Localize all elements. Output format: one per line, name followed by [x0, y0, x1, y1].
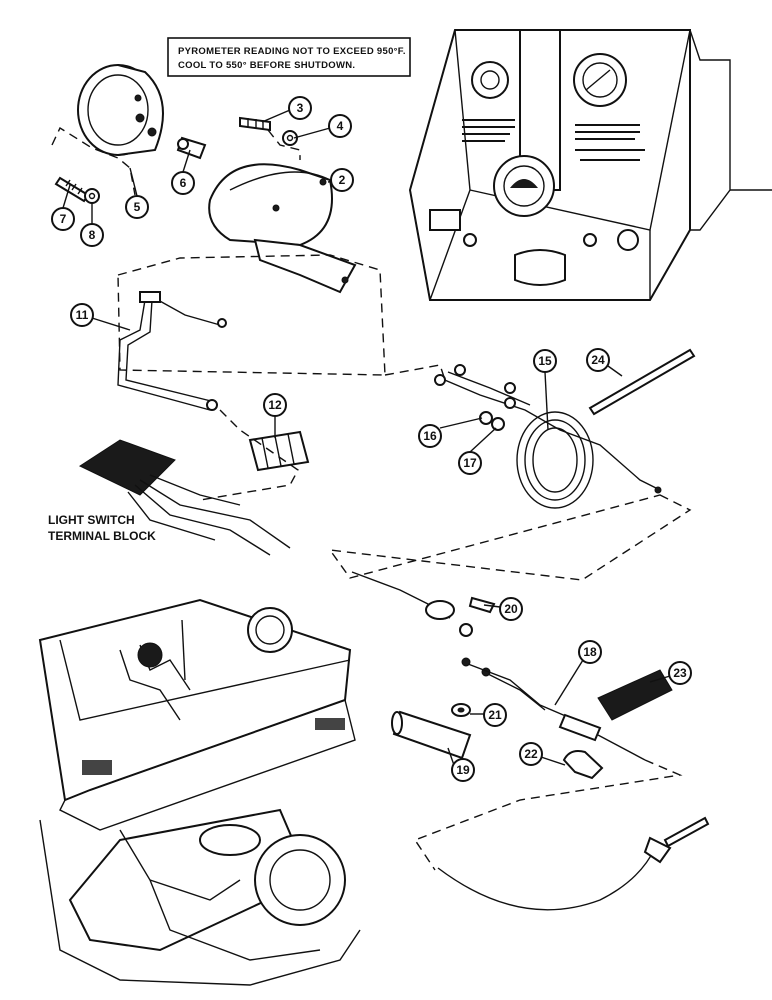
- warning-note-line2: COOL TO 550° BEFORE SHUTDOWN.: [178, 60, 355, 71]
- terminal-block-label-line1: LIGHT SWITCH: [48, 513, 135, 527]
- callout-18: 18: [578, 640, 602, 664]
- callout-leaders: [62, 109, 671, 769]
- callout-15: 15: [533, 349, 557, 373]
- warning-note-box: [167, 37, 411, 77]
- svg-text:23: 23: [673, 666, 687, 680]
- sleeve-19: [391, 710, 472, 760]
- svg-text:11: 11: [76, 308, 89, 322]
- callout-19: 19: [451, 758, 475, 782]
- nut-17: [491, 417, 505, 431]
- screw-3: [239, 116, 271, 132]
- callout-7: 7: [51, 207, 75, 231]
- callout-20: 20: [499, 597, 523, 621]
- callout-12: 12: [263, 393, 287, 417]
- svg-text:6: 6: [180, 176, 187, 190]
- callout-16: 16: [418, 424, 442, 448]
- thermocouple: [461, 657, 646, 761]
- svg-text:17: 17: [463, 456, 477, 470]
- grommet-21: [451, 703, 471, 717]
- callout-23: 23: [668, 661, 692, 685]
- cable-tie-24: [588, 348, 696, 416]
- callout-24: 24: [586, 348, 610, 372]
- svg-text:16: 16: [423, 429, 437, 443]
- washer-4: [282, 130, 298, 146]
- wiring-harness: [117, 291, 227, 411]
- callout-3: 3: [288, 96, 312, 120]
- svg-text:3: 3: [297, 101, 304, 115]
- svg-text:21: 21: [488, 708, 502, 722]
- svg-text:4: 4: [337, 119, 344, 133]
- washer-8: [84, 188, 100, 204]
- svg-text:7: 7: [60, 212, 67, 226]
- callout-8: 8: [80, 223, 104, 247]
- svg-text:22: 22: [524, 747, 538, 761]
- light-switch-terminal-block: [78, 439, 291, 556]
- svg-text:5: 5: [134, 200, 141, 214]
- connecting-lead-coil: [434, 364, 662, 509]
- callout-21: 21: [483, 703, 507, 727]
- svg-text:2: 2: [339, 173, 346, 187]
- lead-loop-dash: [328, 494, 692, 581]
- callout-11: 11: [70, 303, 94, 327]
- screw-20: [468, 596, 496, 614]
- warning-note: PYROMETER READING NOT TO EXCEED 950°F. C…: [167, 37, 411, 77]
- svg-text:20: 20: [504, 602, 518, 616]
- callout-4: 4: [328, 114, 352, 138]
- callout-22: 22: [519, 742, 543, 766]
- terminal-connector-6: [176, 136, 207, 160]
- svg-text:12: 12: [268, 398, 282, 412]
- screw-7: [54, 176, 90, 203]
- probe-dash: [413, 759, 683, 871]
- svg-text:15: 15: [538, 354, 552, 368]
- connector-dash: [199, 409, 299, 501]
- callout-2: 2: [330, 168, 354, 192]
- warning-note-line1: PYROMETER READING NOT TO EXCEED 950°F.: [178, 46, 406, 57]
- gauge-leader-dash: [51, 126, 136, 196]
- callout-5: 5: [125, 195, 149, 219]
- mounting-bracket: [208, 163, 357, 294]
- terminal-block-label: LIGHT SWITCH TERMINAL BLOCK: [48, 513, 156, 543]
- svg-text:24: 24: [591, 353, 605, 367]
- harness-loop-dash: [117, 254, 386, 376]
- thermocouple-probe: [437, 816, 710, 911]
- sleeve-23: [597, 669, 673, 721]
- instrument-panel-illustration: [408, 29, 772, 301]
- svg-text:8: 8: [89, 228, 96, 242]
- lead-to-harness-dash: [384, 364, 446, 381]
- engine-illustration: [38, 598, 361, 986]
- clamp-22: [562, 750, 604, 780]
- pyrometer-gauge: [77, 64, 164, 156]
- terminal-block-label-line2: TERMINAL BLOCK: [48, 529, 156, 543]
- callout-6: 6: [171, 171, 195, 195]
- connector-12: [248, 430, 310, 472]
- svg-text:18: 18: [583, 645, 597, 659]
- callout-17: 17: [458, 451, 482, 475]
- svg-text:19: 19: [456, 763, 470, 777]
- thermocouple-lead: [351, 571, 473, 637]
